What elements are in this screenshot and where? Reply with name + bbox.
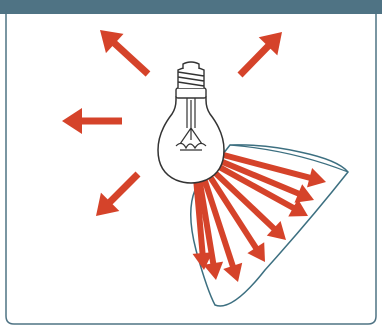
arrow-down-left <box>96 174 138 216</box>
arrow-up-right <box>240 32 282 75</box>
arrow-left-head <box>62 108 82 134</box>
arrow-up-left <box>100 30 148 74</box>
arrow-up-right-shaft <box>240 46 269 75</box>
arrow-up-left-shaft <box>114 43 148 74</box>
bulb-base-cap <box>183 62 199 69</box>
bulb-base-threads <box>178 67 204 88</box>
arrow-left <box>62 108 122 134</box>
light-bulb-icon <box>158 62 224 183</box>
bulb-base-collar <box>176 88 206 98</box>
header-bar <box>0 0 382 14</box>
arrow-down-left-shaft <box>109 174 138 203</box>
